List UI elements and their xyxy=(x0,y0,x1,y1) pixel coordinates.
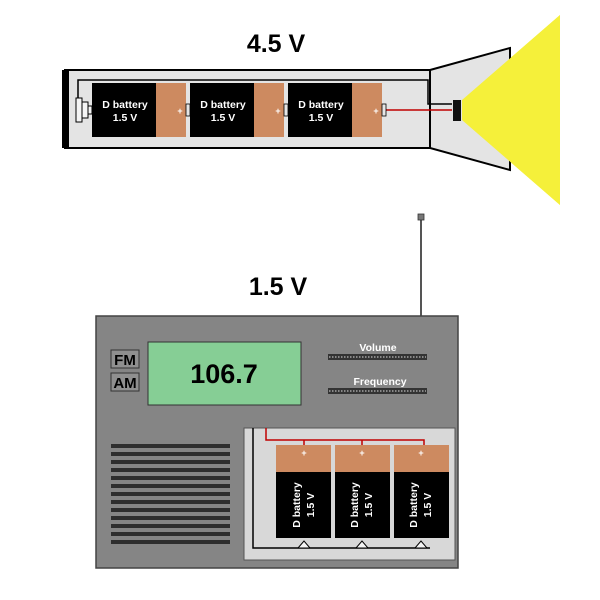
radio-battery-1: + D battery 1.5 V xyxy=(276,445,331,549)
flashlight-return-wire xyxy=(77,79,452,105)
frequency-display xyxy=(147,341,302,406)
battery-voltage-label: 1.5 V xyxy=(309,112,334,124)
flashlight-battery-2: D battery 1.5 V + xyxy=(190,83,289,137)
battery-voltage-label: 1.5 V xyxy=(211,112,236,124)
frequency-display-value: 106.7 xyxy=(190,359,258,389)
flashlight-voltage-label: 4.5 V xyxy=(247,30,306,58)
speaker-grille xyxy=(111,444,230,544)
radio-battery-3: + D battery 1.5 V xyxy=(394,445,449,549)
bulb xyxy=(453,100,461,121)
spring-contact xyxy=(75,97,93,123)
battery-name-label: D battery xyxy=(298,99,344,111)
radio-voltage-label: 1.5 V xyxy=(249,273,308,301)
radio: 1.5 V FM AM 106.7 Volume Frequency xyxy=(95,213,459,569)
battery-voltage-label: 1.5 V xyxy=(422,493,434,518)
battery-polarity-label: + xyxy=(359,448,364,458)
battery-name-label: D battery xyxy=(408,482,420,528)
battery-polarity-label: + xyxy=(373,106,378,116)
antenna-tip xyxy=(417,213,425,221)
light-beam-overlay xyxy=(462,15,560,205)
volume-label: Volume xyxy=(359,342,396,354)
radio-negative-wire xyxy=(252,428,430,549)
battery-polarity-label: + xyxy=(418,448,423,458)
am-button[interactable]: AM xyxy=(110,372,140,392)
am-button-label: AM xyxy=(113,375,136,392)
battery-polarity-label: + xyxy=(301,448,306,458)
battery-voltage-label: 1.5 V xyxy=(363,493,375,518)
radio-battery-2: + D battery 1.5 V xyxy=(335,445,390,549)
fm-button[interactable]: FM xyxy=(110,349,140,369)
battery-name-label: D battery xyxy=(291,482,303,528)
battery-polarity-label: + xyxy=(177,106,182,116)
battery-name-label: D battery xyxy=(349,482,361,528)
battery-voltage-label: 1.5 V xyxy=(305,493,317,518)
radio-positive-wire xyxy=(265,428,425,445)
flashlight: 4.5 V D battery 1.5 V + xyxy=(62,15,560,205)
battery-name-label: D battery xyxy=(200,99,246,111)
flashlight-end-cap xyxy=(62,70,69,148)
volume-slider[interactable] xyxy=(328,354,427,360)
flashlight-battery-3: D battery 1.5 V + xyxy=(288,83,387,137)
battery-name-label: D battery xyxy=(102,99,148,111)
frequency-slider[interactable] xyxy=(328,388,427,394)
frequency-tuner-label: Frequency xyxy=(353,376,406,388)
flashlight-battery-1: D battery 1.5 V + xyxy=(92,83,191,137)
battery-voltage-label: 1.5 V xyxy=(113,112,138,124)
fm-button-label: FM xyxy=(114,352,136,369)
battery-polarity-label: + xyxy=(275,106,280,116)
